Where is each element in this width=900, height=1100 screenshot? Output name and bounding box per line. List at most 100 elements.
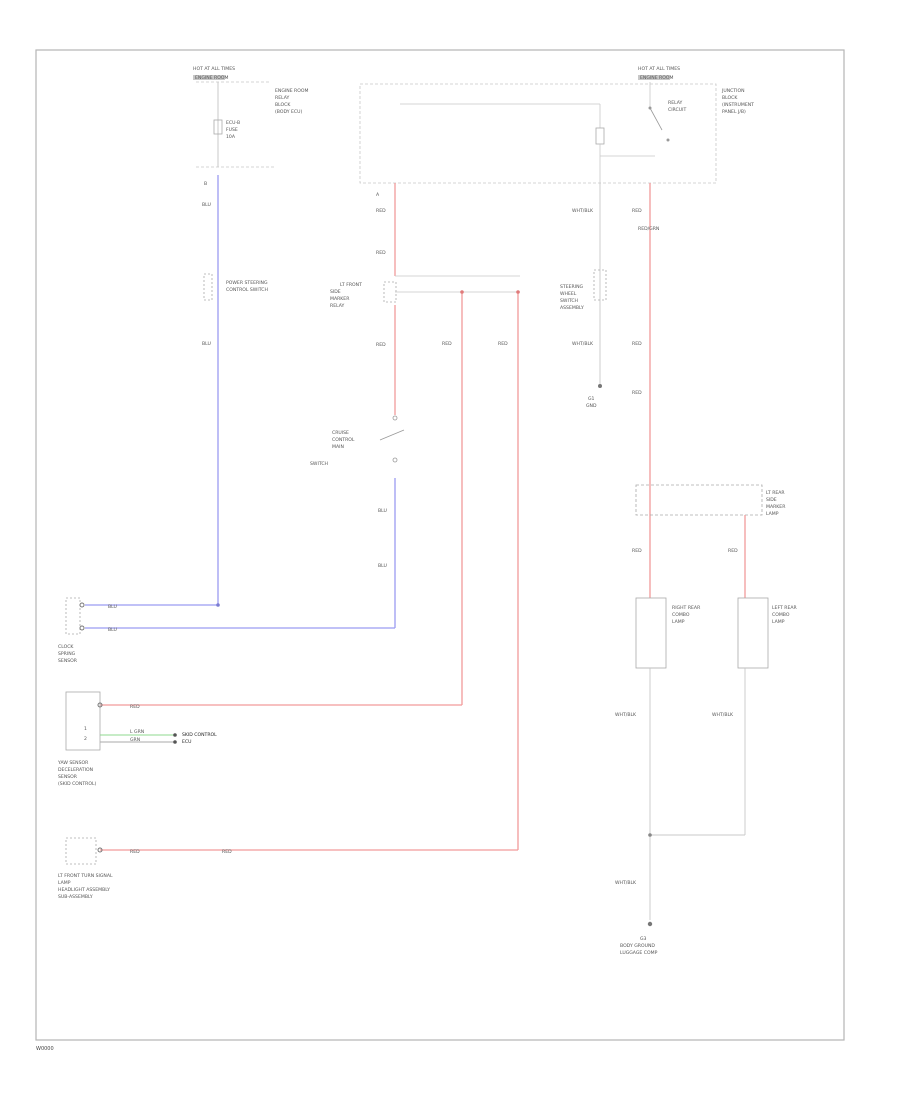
wire-label-red-11: RED [632, 390, 642, 396]
lt-front-motor-4: SUB-ASSEMBLY [58, 894, 93, 900]
wire-label-wht-blk-4: WHT/BLK [712, 712, 734, 718]
lh-rear-lamp-icon [737, 597, 769, 669]
wire-label-wht-blk-1: WHT/BLK [572, 208, 594, 214]
wire-label-red-8: RED [222, 849, 232, 855]
diagram-frame [35, 49, 845, 1041]
stop-lamp-relay-4: RELAY [330, 303, 345, 309]
source-left-line1: HOT AT ALL TIMES [193, 66, 235, 72]
wire-label-blu-6: BLU [378, 563, 387, 569]
wire-label-blu-3: BLU [108, 604, 117, 610]
fuse-left-1: ECU-B [226, 120, 240, 126]
fuse-left-2: FUSE [226, 127, 238, 133]
ground-center-2: GND [586, 403, 597, 409]
steering-switch-4: ASSEMBLY [560, 305, 584, 311]
wire-label-red-7: RED [130, 849, 140, 855]
relay-coil-icon [595, 127, 605, 145]
wire-label-red-1: RED [376, 208, 386, 214]
wire-label-wht-blk-3: WHT/BLK [615, 712, 637, 718]
lh-rear-lamp-2: COMBO [772, 612, 790, 618]
lh-rear-lamp-3: LAMP [772, 619, 785, 625]
engine-room-relay-3: BLOCK [275, 102, 291, 108]
fuse-block-left: HOT AT ALL TIMES ENGINE ROOM ENGINE ROOM… [193, 66, 308, 168]
wire-label-red-10: RED [632, 341, 642, 347]
yaw-sensor-4: (SKID CONTROL) [58, 781, 97, 787]
svg-text:2: 2 [84, 736, 87, 742]
blue-wire-harness: B BLU POWER STEERING CONTROL SWITCH BLU … [85, 175, 396, 633]
ground-bottom-icon [647, 921, 653, 927]
junction-block-box [359, 83, 717, 184]
ground-center-icon [598, 384, 602, 388]
wire-label-red-5: RED [130, 704, 140, 710]
yaw-sensor-3: SENSOR [58, 774, 78, 780]
wire-label-red-13: RED [728, 548, 738, 554]
lh-rear-lamp-1: LEFT REAR [772, 605, 798, 611]
relay-right-1: RELAY [668, 100, 683, 106]
stop-lamp-relay-2: SIDE [330, 289, 341, 295]
wire-label-red-12: RED [632, 548, 642, 554]
relay-right-2: CIRCUIT [668, 107, 686, 113]
stop-lamp-relay-3: MARKER [330, 296, 350, 302]
wire-label-red-6: RED [498, 341, 508, 347]
junction-right-3: (INSTRUMENT [722, 102, 754, 108]
yaw-sensor-1: YAW SENSOR [57, 760, 89, 766]
ground-bottom-3: LUGGAGE COMP [620, 950, 658, 956]
lt-rear-block-4: LAMP [766, 511, 779, 517]
combo-left-2: SPRING [58, 651, 76, 657]
fuse-left-3: 10A [226, 134, 236, 140]
power-steering-switch-icon [203, 273, 213, 301]
junction-right-4: PANEL J/B) [722, 109, 746, 115]
steering-switch-3: SWITCH [560, 298, 578, 304]
ground-bottom-1: G3 [640, 936, 647, 942]
source-right-line1: HOT AT ALL TIMES [638, 66, 680, 72]
yaw-sensor: 1 2 L GRN GRN SKID CONTROL ECU YAW SENSO… [57, 691, 217, 787]
left-rear-lamp-block-box [635, 484, 763, 516]
source-left-line2: ENGINE ROOM [195, 75, 228, 81]
yaw-target-1: SKID CONTROL [182, 732, 217, 738]
rh-rear-lamp-2: COMBO [672, 612, 690, 618]
center-ground-branch: WHT/BLK STEERING WHEEL SWITCH ASSEMBLY W… [560, 183, 607, 409]
ground-bottom-2: BODY GROUND [620, 943, 655, 949]
lt-rear-block-1: LT REAR [766, 490, 785, 496]
lt-front-lamp: LT FRONT TURN SIGNAL LAMP HEADLIGHT ASSE… [58, 837, 113, 900]
wire-label-blu-4: BLU [108, 627, 117, 633]
yaw-sensor-2: DECELERATION [58, 767, 93, 773]
wire-label-red-9: RED [632, 208, 642, 214]
stop-lamp-relay-1: LT FRONT [340, 282, 362, 288]
lt-front-motor-2: LAMP [58, 880, 71, 886]
fuse-left-icon [213, 119, 223, 135]
cruise-switch-4: SWITCH [310, 461, 328, 467]
rh-rear-lamp-1: RIGHT REAR [672, 605, 701, 611]
source-right-line2: ENGINE ROOM [640, 75, 673, 81]
combo-left-3: SENSOR [58, 658, 78, 664]
engine-room-relay-4: (BODY ECU) [275, 109, 303, 115]
lt-front-motor-1: LT FRONT TURN SIGNAL [58, 873, 113, 879]
junction-right-2: BLOCK [722, 95, 738, 101]
wire-label-lgrn: L GRN [130, 729, 144, 735]
wire-label-wht-blk-2: WHT/BLK [572, 341, 594, 347]
center-red-harness: A RED RED LT FRONT SIDE MARKER RELAY RED… [310, 183, 520, 467]
rear-lamp-circuit: RED RED/GRN RED RED LT REAR SIDE MARKER … [615, 183, 798, 956]
diagram-footer-code: W0000 [36, 1046, 54, 1052]
ground-center-1: G1 [588, 396, 595, 402]
wire-label-wht-blk-5: WHT/BLK [615, 880, 637, 886]
steering-clock-spring: CLOCK SPRING SENSOR [58, 597, 85, 664]
wire-label-red-3: RED [376, 342, 386, 348]
wire-label-red-4: RED [442, 341, 452, 347]
relay-switch-icon [649, 107, 663, 131]
wire-label-blu-2: BLU [202, 341, 211, 347]
ps-switch-1: POWER STEERING [226, 280, 268, 286]
wire-label-blu-1: BLU [202, 202, 211, 208]
cruise-switch-icon [379, 429, 405, 441]
yaw-target-2: ECU [182, 739, 191, 745]
steering-switch-1: STEERING [560, 284, 584, 290]
red-wire-branches: RED RED RED RED RED [100, 290, 520, 855]
junction-right-1: JUNCTION [721, 88, 745, 94]
wire-label-blu-5: BLU [378, 508, 387, 514]
fuse-block-right: HOT AT ALL TIMES ENGINE ROOM JUNCTION BL… [359, 66, 754, 184]
steering-switch-2: WHEEL [560, 291, 577, 297]
rh-rear-lamp-icon [635, 597, 667, 669]
lt-front-motor-3: HEADLIGHT ASSEMBLY [58, 887, 110, 893]
cruise-switch-1: CRUISE [332, 430, 349, 436]
ps-switch-2: CONTROL SWITCH [226, 287, 268, 293]
